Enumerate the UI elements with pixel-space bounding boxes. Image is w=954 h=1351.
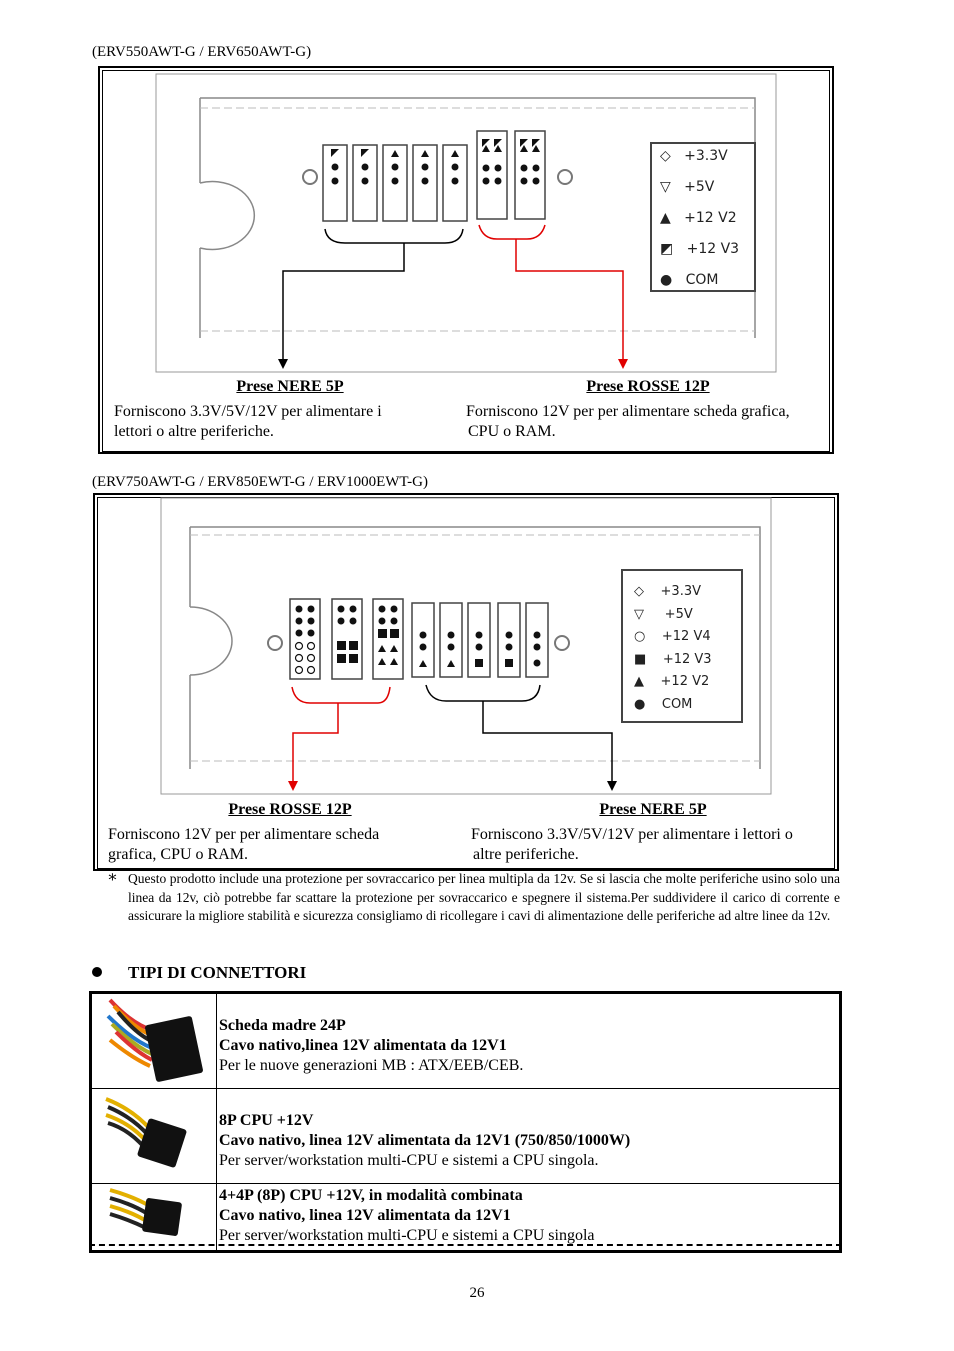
model-label-top: (ERV550AWT-G / ERV650AWT-G) bbox=[92, 44, 312, 60]
connector-desc: Per server/workstation multi-CPU e siste… bbox=[219, 1227, 595, 1244]
connector-image-cell bbox=[90, 1183, 217, 1252]
legend-bottom-item: ▲ +12 V2 bbox=[634, 674, 734, 697]
connector-image-cell bbox=[90, 992, 217, 1089]
connector-title: 4+4P (8P) CPU +12V, in modalità combinat… bbox=[219, 1187, 523, 1204]
legend-top-item: ◇ +3.3V bbox=[660, 148, 750, 179]
legend-label: +12 V4 bbox=[661, 629, 711, 644]
legend-bottom-item: ○ +12 V4 bbox=[634, 629, 734, 652]
connector-title: 8P CPU +12V bbox=[219, 1112, 314, 1129]
connector-subtitle: Cavo nativo,linea 12V alimentata da 12V1 bbox=[219, 1037, 507, 1054]
legend-symbol: ◇ bbox=[634, 584, 644, 599]
legend-symbol: ● bbox=[634, 696, 646, 712]
top-right-desc-1: Forniscono 12V per per alimentare scheda… bbox=[466, 403, 790, 420]
legend-label: +3.3V bbox=[660, 584, 701, 599]
bullet-icon bbox=[92, 967, 102, 977]
connector-title: Scheda madre 24P bbox=[219, 1017, 346, 1034]
section-heading: TIPI DI CONNETTORI bbox=[92, 963, 306, 983]
legend-label: +12 V2 bbox=[684, 210, 737, 226]
legend-symbol: ◩ bbox=[660, 241, 674, 257]
top-right-desc-2: CPU o RAM. bbox=[468, 423, 556, 440]
bottom-frame bbox=[93, 493, 839, 871]
legend-label: +5V bbox=[664, 606, 693, 622]
connector-desc-cell: 4+4P (8P) CPU +12V, in modalità combinat… bbox=[216, 1183, 841, 1252]
connector-subtitle: Cavo nativo, linea 12V alimentata da 12V… bbox=[219, 1207, 511, 1224]
connector-row: 8P CPU +12V Cavo nativo, linea 12V alime… bbox=[90, 1088, 841, 1184]
legend-symbol: ◇ bbox=[660, 148, 671, 164]
connector-desc: Per le nuove generazioni MB : ATX/EEB/CE… bbox=[219, 1057, 524, 1074]
section-title: TIPI DI CONNETTORI bbox=[128, 963, 307, 982]
top-left-desc-2: lettori o altre periferiche. bbox=[114, 423, 274, 440]
bottom-left-desc-2: grafica, CPU o RAM. bbox=[108, 846, 248, 863]
model-label-bottom: (ERV750AWT-G / ERV850EWT-G / ERV1000EWT-… bbox=[92, 474, 428, 490]
legend-top-item: ◩ +12 V3 bbox=[660, 241, 750, 272]
bottom-diagram bbox=[160, 497, 772, 795]
cpu-4plus4p-cable-icon bbox=[109, 1188, 182, 1236]
top-left-heading: Prese NERE 5P bbox=[236, 378, 344, 395]
table-continuation-line bbox=[89, 1244, 842, 1246]
page-number: 26 bbox=[469, 1285, 485, 1301]
legend-symbol: ▽ bbox=[660, 179, 671, 195]
atx-24p-cable-icon bbox=[106, 998, 203, 1082]
legend-bottom-item: ▽ +5V bbox=[634, 607, 734, 630]
legend-symbol: ■ bbox=[634, 651, 647, 667]
connector-image-cell bbox=[90, 1088, 217, 1184]
connector-row: 4+4P (8P) CPU +12V, in modalità combinat… bbox=[90, 1183, 841, 1252]
top-diagram bbox=[155, 73, 777, 373]
legend-bottom-item: ● COM bbox=[634, 697, 734, 720]
legend-bottom-item: ■ +12 V3 bbox=[634, 652, 734, 675]
connector-table: Scheda madre 24P Cavo nativo,linea 12V a… bbox=[89, 991, 842, 1253]
top-right-heading: Prese ROSSE 12P bbox=[586, 378, 710, 395]
bottom-left-desc-1: Forniscono 12V per per alimentare scheda bbox=[108, 826, 380, 843]
legend-label: +5V bbox=[684, 179, 715, 195]
top-frame bbox=[98, 66, 834, 454]
legend-symbol: ● bbox=[660, 272, 673, 288]
top-left-desc-1: Forniscono 3.3V/5V/12V per alimentare i bbox=[114, 403, 382, 420]
legend-top: ◇ +3.3V ▽ +5V ▲ +12 V2 ◩ +12 V3 ● COM bbox=[660, 148, 750, 303]
legend-top-item: ▲ +12 V2 bbox=[660, 210, 750, 241]
legend-top-item: ● COM bbox=[660, 272, 750, 303]
connector-desc-cell: 8P CPU +12V Cavo nativo, linea 12V alime… bbox=[216, 1088, 841, 1184]
legend-label: COM bbox=[661, 696, 693, 712]
legend-label: +3.3V bbox=[684, 148, 728, 164]
legend-symbol: ▽ bbox=[634, 606, 644, 622]
legend-label: +12 V3 bbox=[686, 241, 740, 257]
bottom-left-heading: Prese ROSSE 12P bbox=[228, 801, 352, 818]
cpu-8p-cable-icon bbox=[105, 1097, 187, 1168]
legend-label: +12 V2 bbox=[660, 674, 710, 689]
connector-subtitle: Cavo nativo, linea 12V alimentata da 12V… bbox=[219, 1132, 631, 1149]
legend-top-item: ▽ +5V bbox=[660, 179, 750, 210]
legend-label: COM bbox=[685, 272, 719, 288]
connector-desc-cell: Scheda madre 24P Cavo nativo,linea 12V a… bbox=[216, 992, 841, 1089]
bottom-right-heading: Prese NERE 5P bbox=[599, 801, 707, 818]
legend-symbol: ▲ bbox=[660, 210, 671, 226]
bottom-right-desc-1: Forniscono 3.3V/5V/12V per alimentare i … bbox=[471, 826, 793, 843]
legend-bottom-item: ◇ +3.3V bbox=[634, 584, 734, 607]
overload-note: Questo prodotto include una protezione p… bbox=[128, 871, 840, 923]
legend-label: +12 V3 bbox=[662, 651, 712, 667]
connector-desc: Per server/workstation multi-CPU e siste… bbox=[219, 1152, 599, 1169]
legend-symbol: ○ bbox=[634, 629, 646, 644]
legend-symbol: ▲ bbox=[634, 674, 644, 689]
legend-bottom: ◇ +3.3V ▽ +5V ○ +12 V4 ■ +12 V3 ▲ +12 V2… bbox=[634, 584, 734, 719]
note-mark: ∗ bbox=[107, 869, 118, 886]
connector-row: Scheda madre 24P Cavo nativo,linea 12V a… bbox=[90, 992, 841, 1089]
bottom-right-desc-2: altre periferiche. bbox=[473, 846, 579, 863]
